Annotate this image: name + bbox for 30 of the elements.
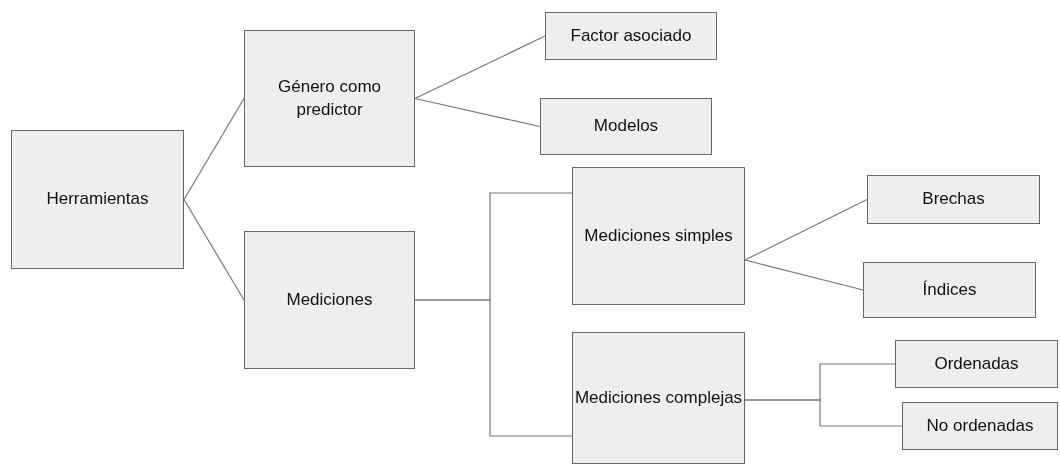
box-label: Herramientas	[46, 188, 149, 211]
connector-line	[183, 97, 245, 201]
process-box	[244, 30, 415, 167]
box-label: Índices	[922, 278, 977, 301]
box-label: Género como predictor	[277, 76, 382, 121]
connector-line	[744, 259, 864, 291]
process-box	[244, 231, 415, 369]
box-label: Modelos	[593, 115, 659, 138]
process-box	[863, 262, 1036, 318]
process-box	[572, 332, 745, 464]
box-label: Mediciones	[286, 288, 373, 311]
process-box	[11, 130, 184, 269]
box-label: Ordenadas	[934, 352, 1019, 375]
connector-line	[414, 299, 573, 437]
process-box	[572, 167, 745, 305]
box-label: Mediciones complejas	[574, 386, 743, 409]
connector-line	[183, 198, 245, 301]
box-label: No ordenadas	[926, 414, 1034, 437]
process-box	[895, 340, 1058, 388]
process-box	[540, 98, 712, 155]
process-box	[902, 402, 1058, 450]
box-label: Factor asociado	[570, 24, 692, 47]
box-label: Brechas	[922, 188, 985, 211]
box-label: Mediciones simples	[584, 224, 733, 247]
connector-line	[744, 399, 903, 427]
process-box	[545, 12, 717, 60]
connector-line	[414, 97, 541, 128]
process-box	[867, 175, 1040, 224]
connector-line	[744, 198, 868, 261]
connector-line	[414, 35, 546, 100]
